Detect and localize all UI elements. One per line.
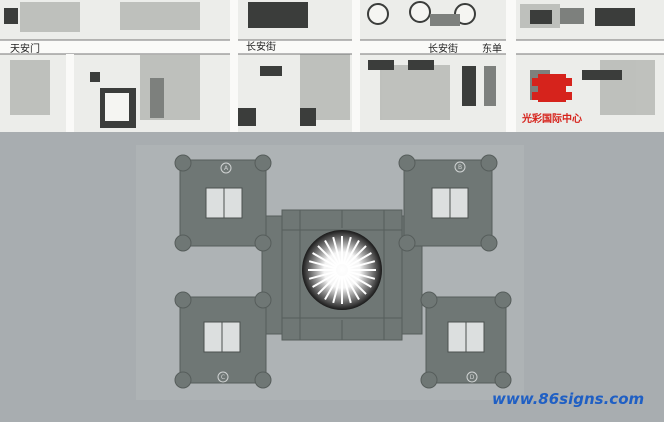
label-changanjie-west: 长安街 <box>246 40 276 53</box>
starburst-ray <box>308 260 337 270</box>
starburst-ray <box>332 236 342 265</box>
starburst-ray <box>344 274 360 300</box>
site-marker <box>532 74 572 102</box>
starburst-ray <box>347 260 376 270</box>
tower-mark-c: C <box>221 374 225 381</box>
starburst-ray <box>346 272 372 288</box>
starburst-ray <box>324 274 340 300</box>
label-dongdan: 东单 <box>482 42 502 55</box>
starburst-ray <box>344 240 360 266</box>
atrium-starburst <box>302 230 382 310</box>
starburst-ray <box>312 272 338 288</box>
starburst-ray <box>346 252 372 268</box>
starburst-ray <box>347 270 376 280</box>
starburst-ray <box>345 245 367 267</box>
tower-mark-a: A <box>224 165 229 172</box>
starburst-ray <box>317 245 339 267</box>
starburst-ray <box>332 275 342 304</box>
starburst-ray <box>317 273 339 295</box>
label-center: 光彩国际中心 <box>521 112 582 125</box>
starburst-ray <box>308 270 337 280</box>
street-map: 天安门 长安街 长安街 东单 光彩国际中心 <box>0 0 664 132</box>
label-changanjie-east: 长安街 <box>428 42 458 55</box>
label-tiananmen: 天安门 <box>10 42 40 55</box>
starburst-ray <box>345 273 367 295</box>
tower-mark-d: D <box>470 374 475 381</box>
starburst-ray <box>324 240 340 266</box>
starburst-ray <box>342 236 352 265</box>
tower-mark-b: B <box>458 164 462 171</box>
starburst-ray <box>312 252 338 268</box>
floor-plan: A B C D <box>0 132 664 422</box>
starburst-ray <box>342 275 352 304</box>
watermark: www.86signs.com <box>492 390 644 408</box>
